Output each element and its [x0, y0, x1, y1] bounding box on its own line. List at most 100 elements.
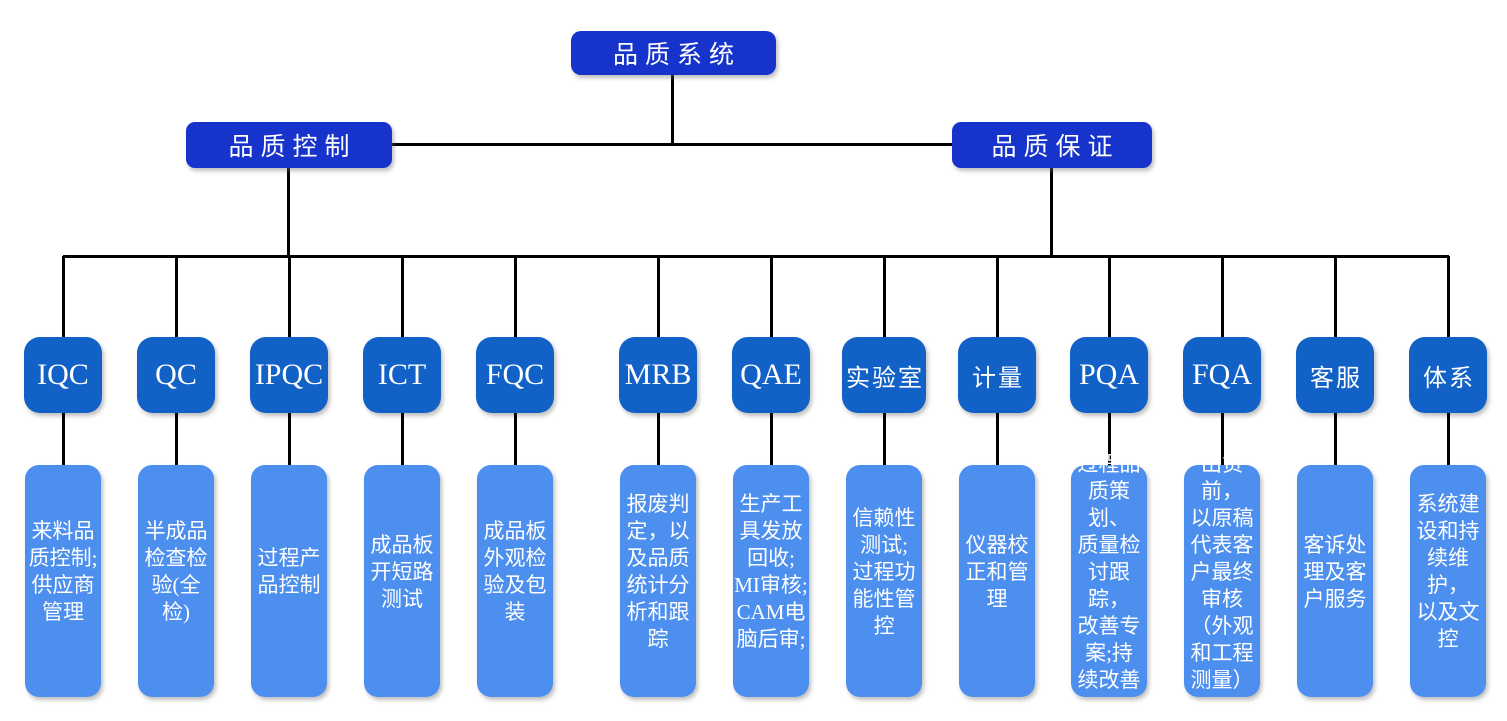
- org-column-fqc: FQC 成品板 外观检 验及包 装: [473, 256, 557, 697]
- node-customer-service-label: 客服: [1310, 365, 1362, 392]
- node-mrb-label: MRB: [624, 358, 692, 391]
- node-quality-assurance-label: 品质保证: [991, 134, 1120, 161]
- node-ict: ICT: [363, 337, 441, 413]
- node-qae-label: QAE: [740, 358, 802, 391]
- node-pqa-label: PQA: [1078, 358, 1139, 391]
- desc-qae-text: 生产工 具发放 回收; MI审核; CAM电 脑后审;: [734, 492, 808, 651]
- connector-node-to-desc: [656, 413, 660, 465]
- node-customer-service: 客服: [1296, 337, 1374, 413]
- connector-bus-to-node: [1446, 256, 1450, 337]
- node-metrology-label: 计量: [972, 365, 1024, 392]
- desc-pqa-text: 过程品 质策划、 质量检 讨跟踪， 改善专 案;持 续改善: [1077, 451, 1141, 692]
- connector-root-drop: [671, 75, 674, 146]
- desc-ict: 成品板 开短路 测试: [364, 465, 440, 697]
- node-lab-label: 实验室: [846, 365, 924, 392]
- desc-system: 系统建 设和持 续维护， 以及文 控: [1410, 465, 1486, 697]
- node-pqa: PQA: [1070, 337, 1148, 413]
- desc-iqc: 来料品 质控制; 供应商 管理: [25, 465, 101, 697]
- node-qae: QAE: [732, 337, 810, 413]
- org-column-system: 体系 系统建 设和持 续维护， 以及文 控: [1406, 256, 1490, 697]
- org-column-customer-service: 客服 客诉处 理及客 户服务: [1293, 256, 1377, 697]
- connector-bus-to-node: [400, 256, 404, 337]
- desc-customer-service-text: 客诉处 理及客 户服务: [1303, 532, 1367, 611]
- node-qc: QC: [137, 337, 215, 413]
- node-metrology: 计量: [958, 337, 1036, 413]
- org-column-ipqc: IPQC 过程产 品控制: [247, 256, 331, 697]
- node-quality-assurance: 品质保证: [952, 122, 1152, 168]
- desc-fqa: 出货前， 以原稿 代表客 户最终 审核 （外观 和工程 测量）: [1184, 452, 1260, 697]
- connector-bus-to-node: [1107, 256, 1111, 337]
- connector-bus-to-node: [1220, 256, 1224, 337]
- desc-iqc-text: 来料品 质控制; 供应商 管理: [28, 519, 98, 624]
- org-column-mrb: MRB 报废判 定，以 及品质 统计分 析和跟 踪: [616, 256, 700, 697]
- desc-mrb-text: 报废判 定，以 及品质 统计分 析和跟 踪: [626, 492, 690, 651]
- node-quality-control: 品质控制: [186, 122, 392, 168]
- desc-ict-text: 成品板 开短路 测试: [370, 532, 434, 611]
- desc-qc: 半成品 检查检 验(全 检): [138, 465, 214, 697]
- node-ipqc-label: IPQC: [254, 358, 324, 391]
- connector-bus-to-node: [174, 256, 178, 337]
- desc-customer-service: 客诉处 理及客 户服务: [1297, 465, 1373, 697]
- node-fqa: FQA: [1183, 337, 1261, 413]
- desc-lab-text: 信赖性 测试; 过程功 能性管 控: [852, 505, 916, 638]
- node-ipqc: IPQC: [250, 337, 328, 413]
- desc-ipqc: 过程产 品控制: [251, 465, 327, 697]
- connector-bus-to-node: [656, 256, 660, 337]
- desc-ipqc-text: 过程产 品控制: [257, 546, 321, 597]
- org-column-lab: 实验室 信赖性 测试; 过程功 能性管 控: [842, 256, 926, 697]
- desc-lab: 信赖性 测试; 过程功 能性管 控: [846, 465, 922, 697]
- connector-node-to-desc: [995, 413, 999, 465]
- desc-qc-text: 半成品 检查检 验(全 检): [144, 519, 208, 624]
- connector-node-to-desc: [1107, 413, 1111, 465]
- org-column-pqa: PQA 过程品 质策划、 质量检 讨跟踪， 改善专 案;持 续改善: [1067, 256, 1151, 697]
- connector-bus-to-node: [61, 256, 65, 337]
- connector-node-to-desc: [769, 413, 773, 465]
- connector-bus-to-node: [995, 256, 999, 337]
- connector-node-to-desc: [287, 413, 291, 465]
- node-quality-system: 品质系统: [571, 31, 776, 75]
- desc-fqa-text: 出货前， 以原稿 代表客 户最终 审核 （外观 和工程 测量）: [1190, 451, 1254, 692]
- desc-pqa: 过程品 质策划、 质量检 讨跟踪， 改善专 案;持 续改善: [1071, 452, 1147, 697]
- desc-qae: 生产工 具发放 回收; MI审核; CAM电 脑后审;: [733, 465, 809, 697]
- desc-fqc-text: 成品板 外观检 验及包 装: [483, 519, 547, 624]
- org-column-iqc: IQC 来料品 质控制; 供应商 管理: [21, 256, 105, 697]
- org-column-ict: ICT 成品板 开短路 测试: [360, 256, 444, 697]
- node-qc-label: QC: [155, 358, 197, 391]
- desc-mrb: 报废判 定，以 及品质 统计分 析和跟 踪: [620, 465, 696, 697]
- node-iqc: IQC: [24, 337, 102, 413]
- node-fqc: FQC: [476, 337, 554, 413]
- connector-quality-assurance-drop: [1050, 167, 1053, 258]
- connector-node-to-desc: [513, 413, 517, 465]
- desc-system-text: 系统建 设和持 续维护， 以及文 控: [1416, 492, 1480, 651]
- connector-quality-control-drop: [287, 167, 290, 258]
- node-system: 体系: [1409, 337, 1487, 413]
- node-iqc-label: IQC: [37, 358, 89, 391]
- connector-branch-hline: [391, 143, 953, 146]
- org-column-fqa: FQA 出货前， 以原稿 代表客 户最终 审核 （外观 和工程 测量）: [1180, 256, 1264, 697]
- node-system-label: 体系: [1423, 365, 1475, 392]
- node-ict-label: ICT: [377, 358, 427, 391]
- connector-bus-to-node: [287, 256, 291, 337]
- desc-metrology-text: 仪器校 正和管 理: [965, 532, 1029, 611]
- node-mrb: MRB: [619, 337, 697, 413]
- connector-node-to-desc: [174, 413, 178, 465]
- node-fqa-label: FQA: [1191, 358, 1252, 391]
- connector-node-to-desc: [1333, 413, 1337, 465]
- node-quality-system-label: 品质系统: [612, 42, 741, 69]
- org-column-metrology: 计量 仪器校 正和管 理: [955, 256, 1039, 697]
- connector-bus-line: [63, 255, 1449, 258]
- node-fqc-label: FQC: [485, 358, 545, 391]
- connector-bus-to-node: [1333, 256, 1337, 337]
- connector-node-to-desc: [882, 413, 886, 465]
- connector-node-to-desc: [1220, 413, 1224, 465]
- connector-bus-to-node: [882, 256, 886, 337]
- node-quality-control-label: 品质控制: [228, 134, 357, 161]
- desc-metrology: 仪器校 正和管 理: [959, 465, 1035, 697]
- connector-bus-to-node: [769, 256, 773, 337]
- connector-bus-to-node: [513, 256, 517, 337]
- connector-node-to-desc: [1446, 413, 1450, 465]
- node-lab: 实验室: [842, 337, 926, 413]
- org-column-qae: QAE 生产工 具发放 回收; MI审核; CAM电 脑后审;: [729, 256, 813, 697]
- connector-node-to-desc: [61, 413, 65, 465]
